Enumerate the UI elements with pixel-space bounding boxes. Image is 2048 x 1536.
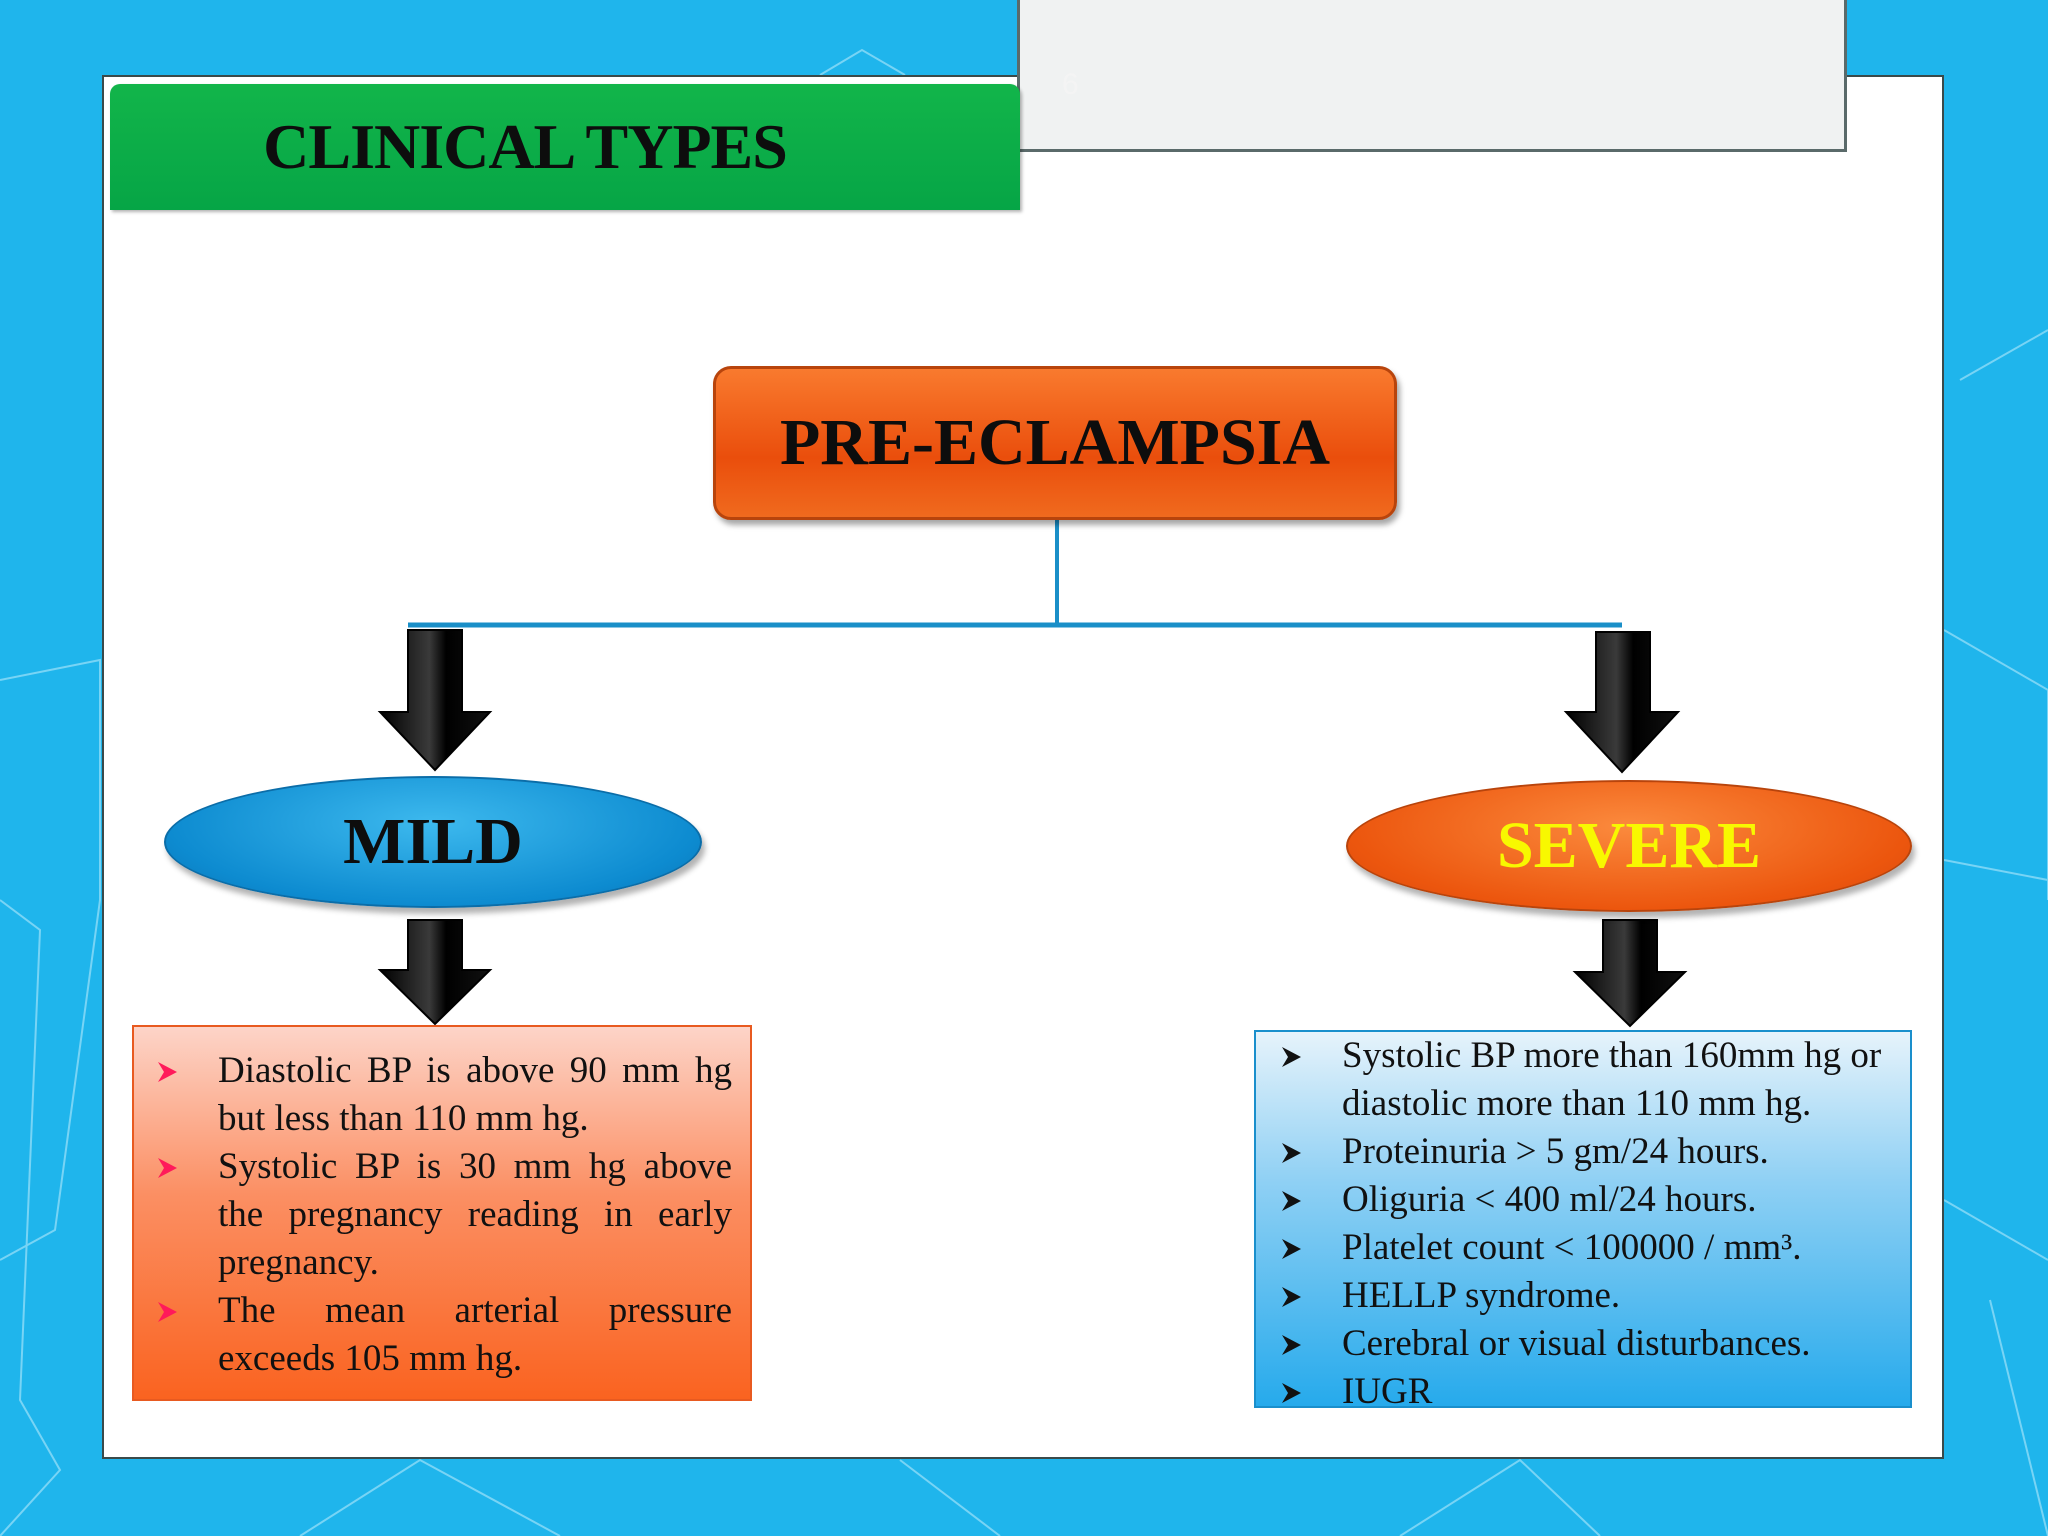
branch-node-mild: MILD [164,776,702,908]
header-placeholder-box [1017,0,1847,152]
list-item: Systolic BP is 30 mm hg above the pregna… [158,1143,732,1287]
arrow-bullet-icon [1282,1335,1301,1355]
root-node-pre-eclampsia: PRE-ECLAMPSIA [713,366,1397,520]
down-arrow-icon [377,919,493,1026]
arrow-bullet-icon [1282,1143,1301,1163]
list-item: Oliguria < 400 ml/24 hours. [1282,1176,1900,1224]
list-item: The mean arterial pressure exceeds 105 m… [158,1287,732,1383]
list-item-text: The mean arterial pressure exceeds 105 m… [218,1290,732,1379]
page-title: CLINICAL TYPES [263,111,788,182]
mild-criteria-box: Diastolic BP is above 90 mm hg but less … [132,1025,752,1401]
list-item: Proteinuria > 5 gm/24 hours. [1282,1128,1900,1176]
list-item: Platelet count < 100000 / mm³. [1282,1224,1900,1272]
arrow-bullet-icon [158,1062,177,1082]
list-item-text: Diastolic BP is above 90 mm hg but less … [218,1050,732,1139]
down-arrow-icon [1563,631,1681,774]
arrow-bullet-icon [1282,1047,1301,1067]
list-item-text: Cerebral or visual disturbances. [1342,1323,1811,1364]
list-item-text: Systolic BP more than 160mm hg or diasto… [1342,1035,1882,1124]
list-item-text: Systolic BP is 30 mm hg above the pregna… [218,1146,732,1283]
arrow-bullet-icon [1282,1191,1301,1211]
arrow-bullet-icon [158,1158,177,1178]
arrow-bullet-icon [1282,1383,1301,1403]
severe-criteria-list: Systolic BP more than 160mm hg or diasto… [1282,1032,1900,1416]
mild-criteria-list: Diastolic BP is above 90 mm hg but less … [158,1047,732,1383]
arrow-bullet-icon [1282,1239,1301,1259]
list-item-text: Oliguria < 400 ml/24 hours. [1342,1179,1757,1220]
list-item: HELLP syndrome. [1282,1272,1900,1320]
severe-criteria-box: Systolic BP more than 160mm hg or diasto… [1254,1030,1912,1412]
list-item-text: HELLP syndrome. [1342,1275,1621,1316]
list-item: Systolic BP more than 160mm hg or diasto… [1282,1032,1900,1128]
branch-node-label: MILD [343,805,523,878]
list-item-text: Proteinuria > 5 gm/24 hours. [1342,1131,1769,1172]
list-item-text: IUGR [1342,1371,1433,1412]
branch-node-severe: SEVERE [1346,780,1912,912]
list-item: Diastolic BP is above 90 mm hg but less … [158,1047,732,1143]
list-item-text: Platelet count < 100000 / mm³. [1342,1227,1802,1268]
list-item: Cerebral or visual disturbances. [1282,1320,1900,1368]
list-item: IUGR [1282,1368,1900,1416]
branch-node-label: SEVERE [1496,809,1762,882]
arrow-bullet-icon [1282,1287,1301,1307]
down-arrow-icon [1572,919,1688,1028]
down-arrow-icon [377,629,493,772]
arrow-bullet-icon [158,1302,177,1322]
root-node-label: PRE-ECLAMPSIA [779,406,1330,479]
page-number: 6 [1062,68,1079,101]
title-banner: CLINICAL TYPES [110,84,1020,210]
